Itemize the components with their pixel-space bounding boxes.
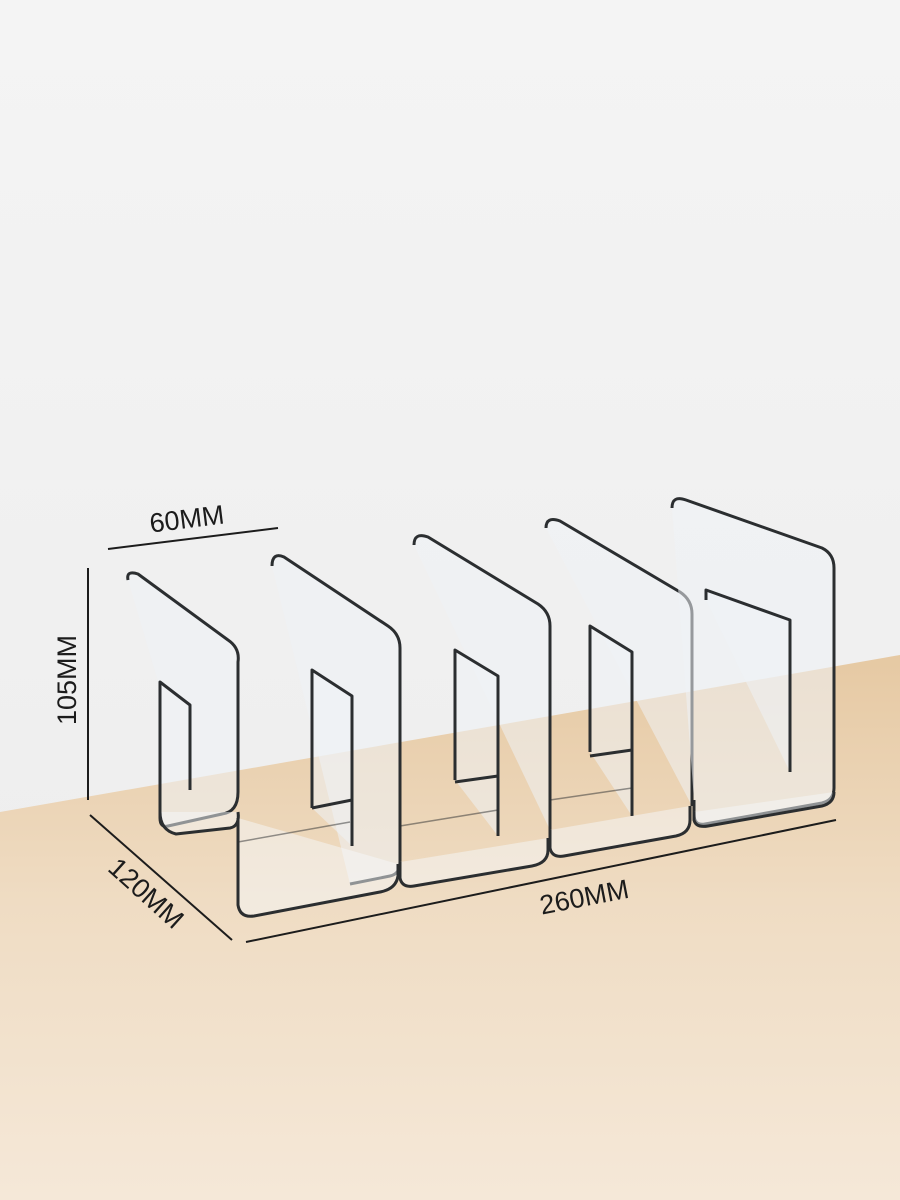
depth-dimension-line: [89, 814, 233, 941]
acrylic-bookend-base-trays: [158, 748, 836, 918]
dimension-lines: [87, 527, 837, 943]
length-dimension-line: [245, 819, 837, 943]
acrylic-bookend-back-row: [126, 497, 836, 886]
height-label: 105MM: [52, 635, 82, 725]
width-dimension-line: [107, 527, 279, 550]
